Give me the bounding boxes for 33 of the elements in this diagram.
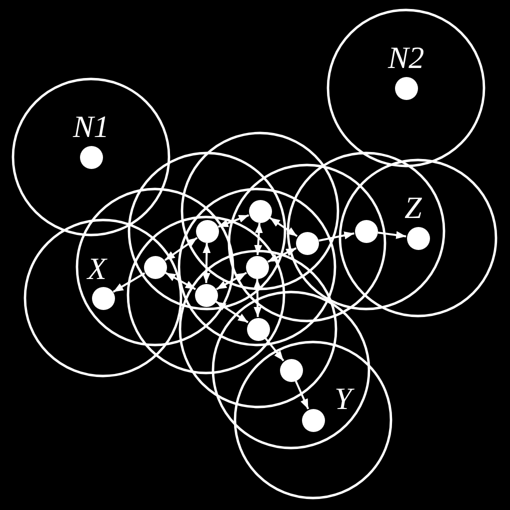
arrow: [294, 380, 310, 410]
double-arrow: [164, 236, 198, 262]
node-label: Z: [404, 192, 422, 222]
node-dot: [246, 256, 268, 278]
double-arrow: [202, 242, 211, 284]
double-arrow: [218, 214, 250, 228]
node-dot: [196, 220, 218, 242]
double-arrow: [269, 216, 298, 238]
node-dot: [246, 318, 270, 340]
arrow: [318, 231, 354, 242]
double-arrow: [165, 272, 196, 290]
node-dot: [302, 408, 324, 432]
node-dot: [144, 256, 166, 278]
double-arrow: [216, 272, 247, 290]
double-arrow: [254, 222, 263, 256]
node-dot: [194, 284, 218, 306]
node-dot: [80, 146, 102, 168]
node-dot: [248, 200, 272, 222]
node-dot: [296, 232, 318, 254]
node-dot: [92, 286, 114, 310]
node-label: Y: [334, 382, 352, 414]
node-dot: [406, 226, 430, 250]
double-arrow: [215, 300, 249, 324]
arrow: [112, 272, 146, 293]
node-label: N1: [73, 110, 110, 142]
node-dot: [394, 76, 418, 100]
node-label: N2: [388, 42, 424, 72]
double-arrow: [253, 278, 262, 318]
node-dot: [354, 220, 378, 242]
node-label: X: [88, 252, 106, 284]
node-dot: [280, 358, 302, 382]
double-arrow: [267, 247, 297, 263]
arrow: [378, 231, 406, 240]
